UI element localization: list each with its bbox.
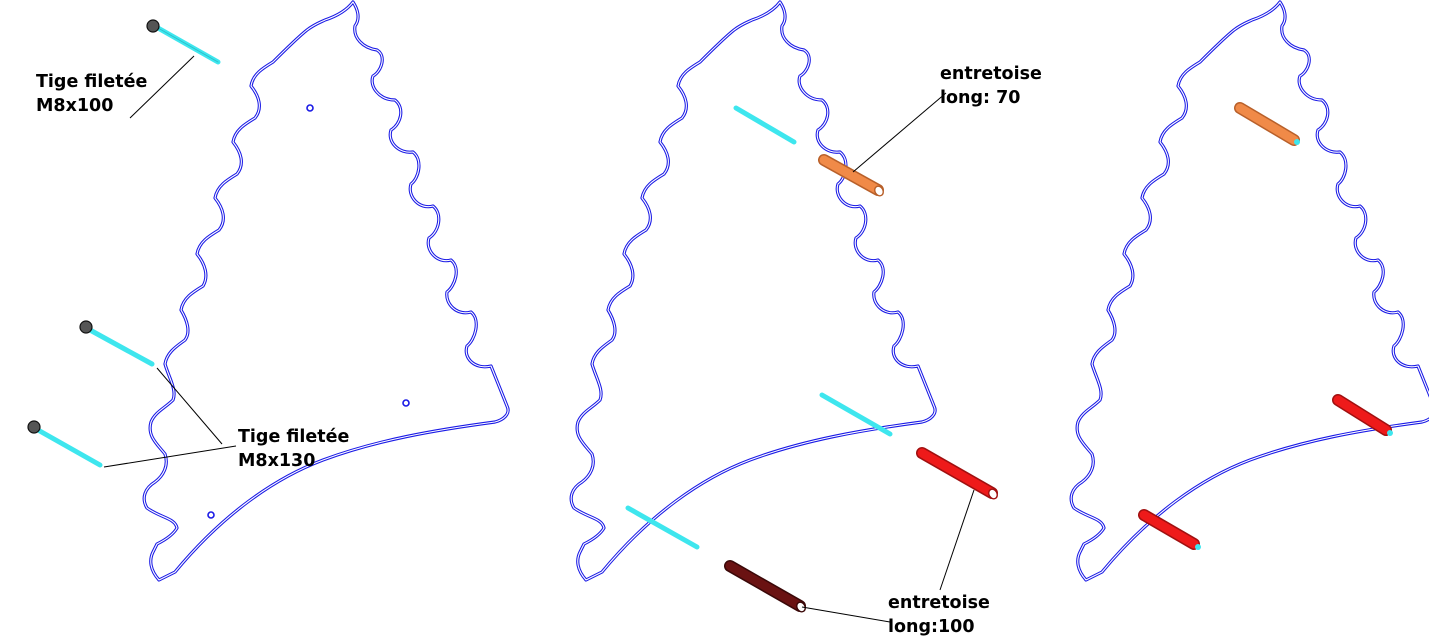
mounting-hole xyxy=(306,104,314,112)
spacer-70 xyxy=(818,154,884,197)
plate-outline-1 xyxy=(142,0,510,582)
leader-line xyxy=(852,92,947,173)
label-spacer-100: entretoise long:100 xyxy=(888,593,990,637)
mounting-hole xyxy=(402,399,410,407)
leader-line xyxy=(129,55,195,119)
spacer-100-red xyxy=(916,447,998,500)
threaded-rod-m8x130-upper xyxy=(79,320,155,367)
nut-icon xyxy=(27,420,41,434)
nut-icon xyxy=(146,19,160,33)
leader-line xyxy=(801,606,891,623)
threaded-rod-m8x130-lower xyxy=(27,420,103,468)
mounting-hole xyxy=(207,511,215,519)
plate-outline-2 xyxy=(569,0,937,582)
spacer-100-assembled-upper xyxy=(1332,394,1393,436)
plate-outline-3 xyxy=(1069,0,1429,582)
threaded-rod xyxy=(733,105,797,145)
label-rod-m8x100: Tige filetée M8x100 xyxy=(36,72,148,116)
leader-line xyxy=(939,489,975,591)
spacer-70-assembled xyxy=(1234,102,1300,146)
nut-icon xyxy=(79,320,93,334)
label-rod-m8x130: Tige filetée M8x130 xyxy=(238,427,350,471)
threaded-rod xyxy=(625,505,700,550)
label-spacer-70: entretoise long: 70 xyxy=(940,64,1042,108)
spacer-100-assembled-lower xyxy=(1138,509,1201,550)
leader-line xyxy=(103,445,237,468)
spacer-100-dark xyxy=(724,560,806,613)
threaded-rod-m8x100 xyxy=(146,19,221,65)
leader-line xyxy=(156,367,223,445)
threaded-rod xyxy=(819,392,893,437)
